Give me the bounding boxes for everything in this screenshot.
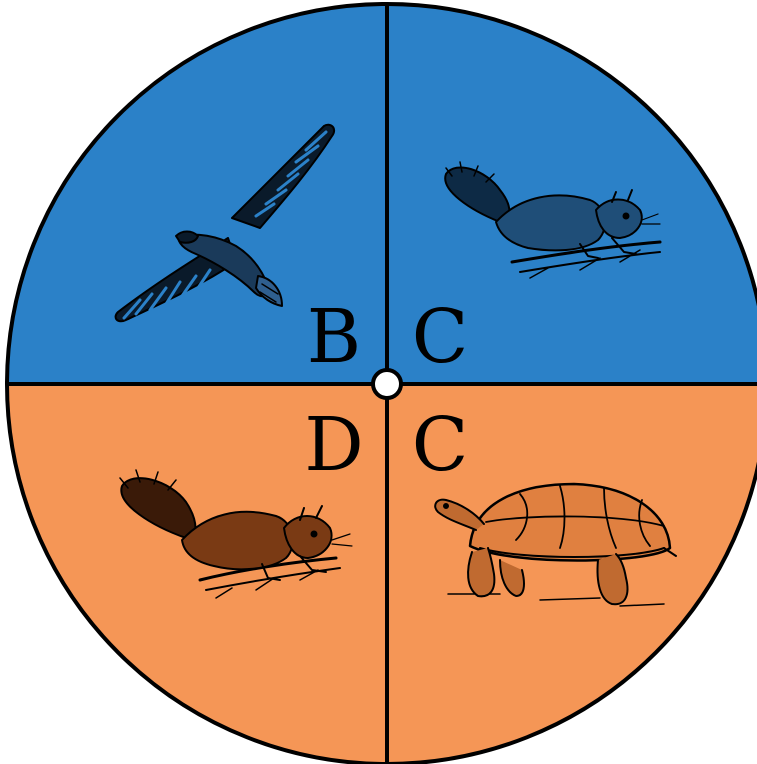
quadrant-label-bottom-right: C bbox=[412, 402, 469, 488]
bottom-half-fill bbox=[0, 384, 757, 764]
top-half-fill bbox=[0, 0, 757, 384]
quadrant-label-top-right: C bbox=[412, 294, 469, 380]
quadrant-label-top-left: B bbox=[307, 294, 361, 380]
center-pin bbox=[373, 370, 401, 398]
quadrant-label-bottom-left: D bbox=[304, 402, 363, 488]
